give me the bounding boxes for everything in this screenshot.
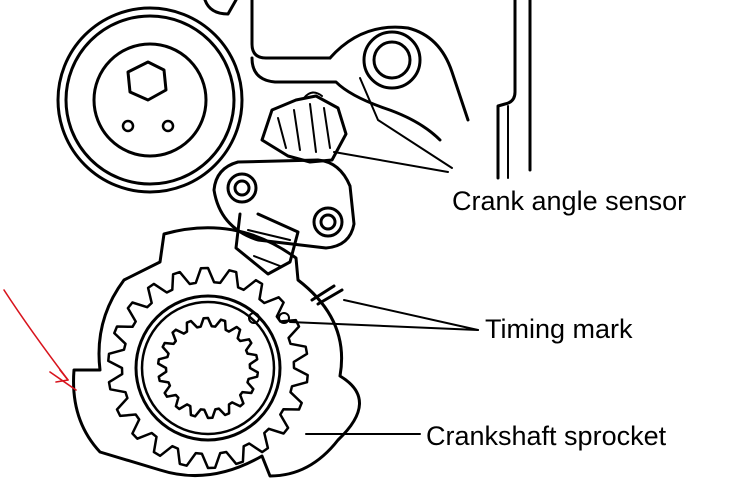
crankshaft-sprocket-label: Crankshaft sprocket <box>426 421 667 451</box>
engine-block-housing <box>203 0 532 180</box>
timing-mark-indicator <box>310 284 344 306</box>
red-annotation-arrow <box>3 289 77 391</box>
leader-line-sensor <box>333 151 449 173</box>
leader-lines <box>289 151 479 435</box>
pulley-icon <box>56 6 244 194</box>
leader-line-timing-upper <box>343 299 479 331</box>
crank-angle-sensor-label: Crank angle sensor <box>452 186 687 216</box>
leader-line-timing-lower <box>289 321 479 331</box>
gear-icon <box>72 226 361 478</box>
sensor-icon <box>212 91 356 276</box>
timing-mark-label: Timing mark <box>485 314 633 344</box>
